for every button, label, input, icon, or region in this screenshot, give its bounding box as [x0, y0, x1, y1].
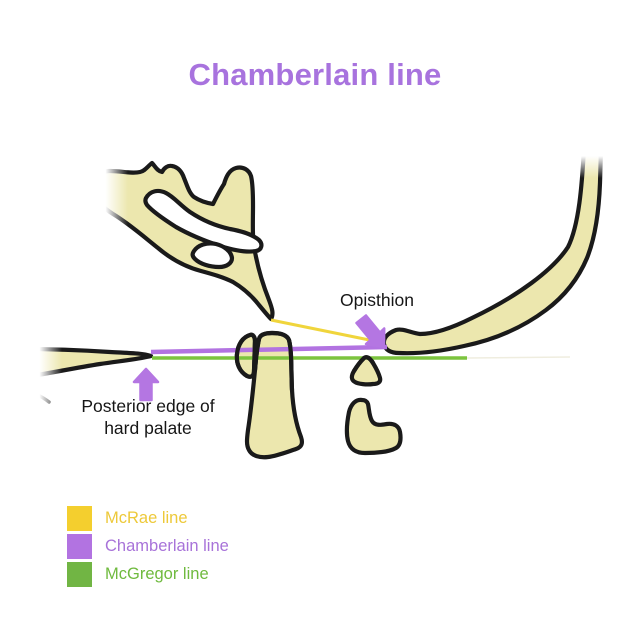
round-opening	[190, 241, 235, 270]
occipital-bone	[381, 145, 604, 356]
palate-fade	[12, 336, 62, 408]
faint-baseline	[466, 356, 571, 359]
opisthion-arrow-icon	[355, 314, 386, 349]
occiput-fade	[566, 134, 612, 178]
legend-label-mcgregor: McGregor line	[105, 565, 209, 583]
mcrae-swatch-icon	[67, 506, 92, 531]
legend-item-chamberlain: Chamberlain line	[67, 534, 229, 559]
c1-posterior-outline-overlay	[351, 355, 376, 374]
sphenoid-fade	[78, 150, 128, 228]
sella-opening	[143, 188, 264, 254]
chamberlain-swatch-icon	[67, 534, 92, 559]
legend-item-mcrae: McRae line	[67, 506, 229, 531]
palate-arrow-icon	[132, 367, 160, 402]
legend: McRae line Chamberlain line McGregor lin…	[67, 506, 229, 590]
opisthion-label: Opisthion	[340, 290, 414, 310]
mcrae-line	[270, 318, 385, 345]
sphenoid-clivus-bone	[93, 160, 275, 322]
legend-label-mcrae: McRae line	[105, 509, 188, 527]
chamberlain-line	[150, 344, 388, 355]
palate-label-line2: hard palate	[104, 418, 192, 438]
mcgregor-swatch-icon	[67, 562, 92, 587]
legend-item-mcgregor: McGregor line	[67, 562, 229, 587]
c2-spinous-bone	[344, 397, 403, 456]
c1-arch-outline-overlay	[234, 332, 258, 379]
palate-label: Posterior edge of hard palate	[48, 395, 248, 439]
legend-label-chamberlain: Chamberlain line	[105, 537, 229, 555]
palate-label-line1: Posterior edge of	[81, 396, 215, 416]
page-title: Chamberlain line	[188, 57, 442, 92]
